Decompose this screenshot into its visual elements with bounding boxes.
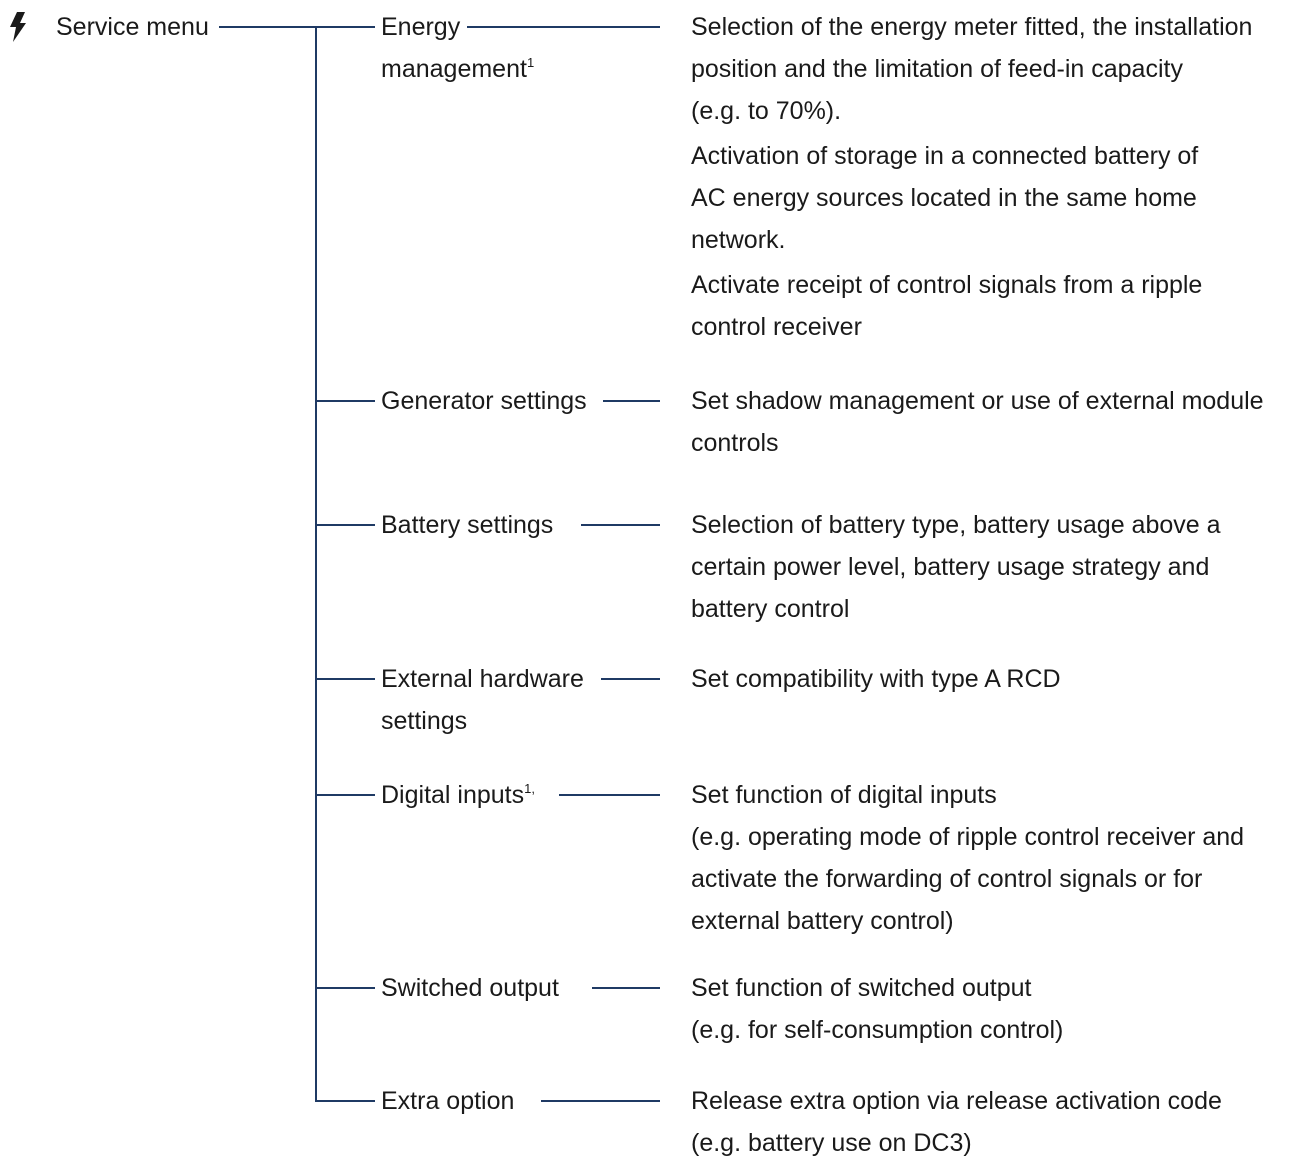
item-connector bbox=[601, 678, 660, 680]
item-connector bbox=[467, 26, 660, 28]
item-connector bbox=[592, 987, 660, 989]
item-connector bbox=[603, 400, 660, 402]
branch-connector bbox=[315, 678, 375, 680]
menu-item-energy-management-line2: management1 bbox=[381, 55, 535, 83]
branch-connector bbox=[315, 794, 375, 796]
branch-connector bbox=[315, 987, 375, 989]
item-connector bbox=[559, 794, 660, 796]
footnote-marker: 1 bbox=[526, 55, 535, 70]
menu-item-generator-settings: Generator settings bbox=[381, 387, 587, 415]
lightning-bolt-icon bbox=[10, 12, 26, 42]
menu-item-external-hardware-line1: External hardware bbox=[381, 665, 584, 693]
branch-connector bbox=[315, 400, 375, 402]
item-connector bbox=[541, 1100, 660, 1102]
branch-connector bbox=[315, 1100, 375, 1102]
root-connector bbox=[219, 26, 317, 28]
tree-trunk bbox=[315, 26, 317, 1101]
menu-item-battery-settings: Battery settings bbox=[381, 511, 554, 539]
menu-item-external-hardware-line2: settings bbox=[381, 707, 468, 735]
menu-item-digital-inputs: Digital inputs1, bbox=[381, 781, 535, 809]
menu-item-extra-option: Extra option bbox=[381, 1087, 515, 1115]
branch-connector bbox=[315, 26, 375, 28]
menu-item-switched-output: Switched output bbox=[381, 974, 559, 1002]
branch-connector bbox=[315, 524, 375, 526]
service-menu-label: Service menu bbox=[56, 13, 209, 41]
item-connector bbox=[581, 524, 660, 526]
footnote-marker: 1, bbox=[524, 781, 535, 796]
menu-item-energy-management-line1: Energy bbox=[381, 13, 461, 41]
